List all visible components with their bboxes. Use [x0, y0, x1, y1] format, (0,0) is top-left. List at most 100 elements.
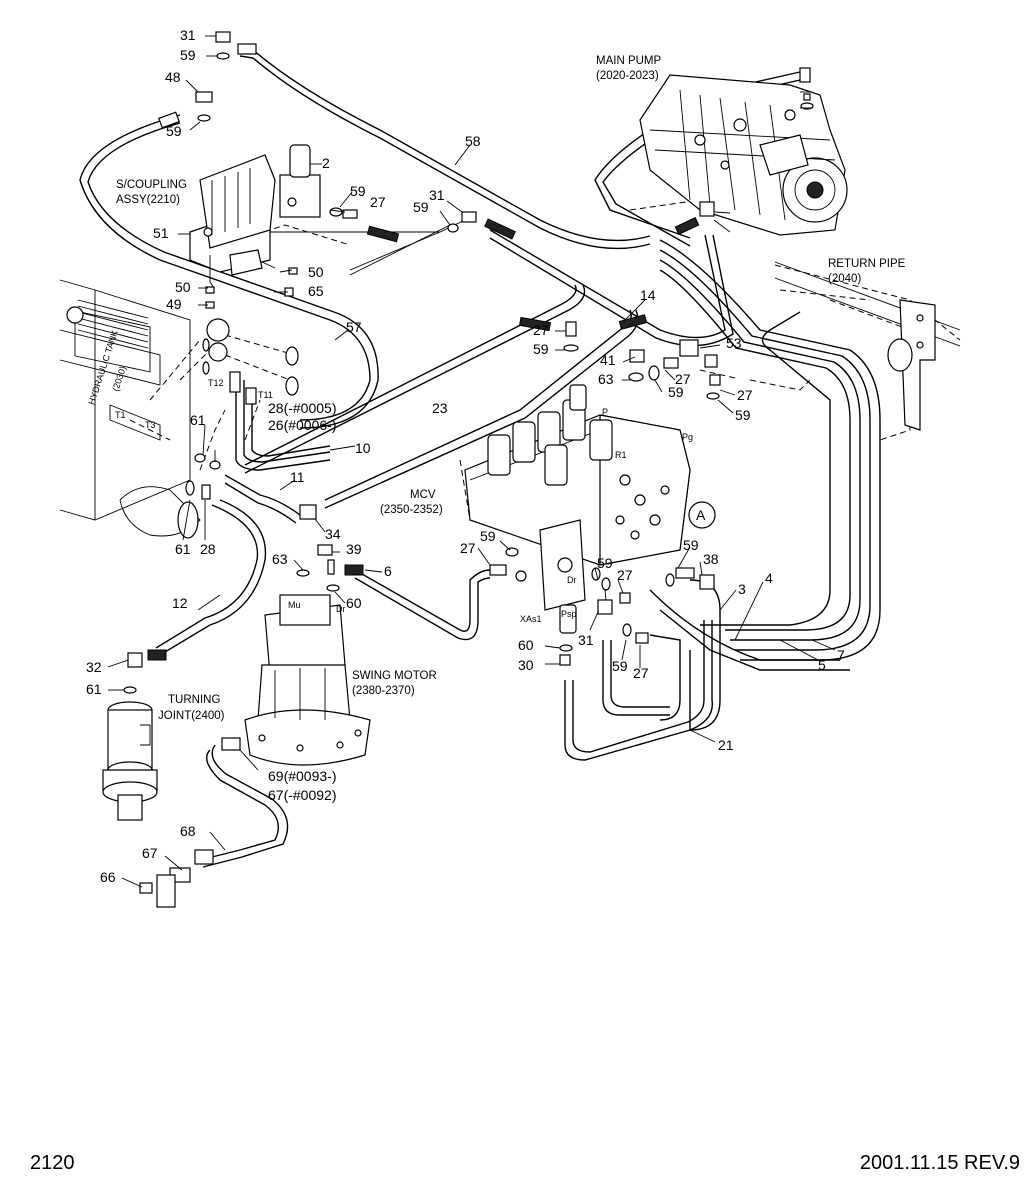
- callout-49: 49: [166, 296, 182, 312]
- mcv-valve: P R1 Pg Dr XAs1 Psp: [464, 384, 693, 634]
- mcv-port-xas1: XAs1: [520, 614, 542, 624]
- callout-58: 58: [465, 133, 481, 149]
- tank-port-t3: T3: [145, 420, 156, 430]
- callout-6: 6: [384, 563, 392, 579]
- hydraulic-tank: T1 T3 HYDRAULIC TANK (2030): [59, 279, 201, 539]
- callout-59: 59: [350, 183, 366, 199]
- callout-59: 59: [413, 199, 429, 215]
- callout-61: 61: [190, 412, 206, 428]
- detail-marker-a: A: [688, 501, 716, 529]
- callout-59: 59: [180, 47, 196, 63]
- callout-50: 50: [175, 279, 191, 295]
- callout-4: 4: [765, 570, 773, 586]
- callout-69-serial: 69(#0093-): [268, 768, 337, 784]
- mcv-port-p: P: [602, 407, 608, 417]
- callout-59: 59: [668, 384, 684, 400]
- part-callouts: 31 59 48 59 2 59 27 31 59 51 50 50 65 49…: [86, 27, 845, 885]
- swing-motor-port-dr: Dr: [336, 604, 346, 614]
- callout-27: 27: [533, 322, 549, 338]
- callout-53: 53: [726, 335, 742, 351]
- tank-port-t11: T11: [258, 390, 273, 400]
- callout-63: 63: [272, 551, 288, 567]
- callout-27: 27: [633, 665, 649, 681]
- callout-7: 7: [837, 647, 845, 663]
- callout-28-serial: 28(-#0005): [268, 400, 337, 416]
- callout-11: 11: [290, 469, 305, 485]
- mcv-ref: (2350-2352): [380, 504, 443, 516]
- s-coupling-name: S/COUPLING: [116, 179, 187, 191]
- callout-27: 27: [617, 567, 633, 583]
- callout-23: 23: [432, 400, 448, 416]
- callout-38: 38: [703, 551, 719, 567]
- mcv-port-dr: Dr: [567, 575, 577, 585]
- tank-port-t1: T1: [115, 410, 126, 420]
- callout-68: 68: [180, 823, 196, 839]
- return-pipe-ref: (2040): [828, 273, 861, 285]
- turning-joint-name: TURNING: [168, 694, 220, 706]
- callout-61: 61: [175, 541, 191, 557]
- callout-59: 59: [683, 537, 699, 553]
- callout-34: 34: [325, 526, 341, 542]
- callout-65: 65: [308, 283, 324, 299]
- mcv-name: MCV: [410, 489, 436, 501]
- s-coupling-ref: ASSY(2210): [116, 194, 180, 206]
- callout-66: 66: [100, 869, 116, 885]
- return-pipe-name: RETURN PIPE: [828, 258, 906, 270]
- callout-59: 59: [612, 658, 628, 674]
- callout-57: 57: [346, 319, 362, 335]
- callout-59: 59: [597, 555, 613, 571]
- swing-motor-port-mu: Mu: [288, 600, 301, 610]
- fittings: [123, 31, 814, 908]
- callout-31: 31: [578, 632, 594, 648]
- swing-motor-name: SWING MOTOR: [352, 670, 437, 682]
- svg-text:A: A: [696, 507, 706, 523]
- hydraulic-tank-ref: (2030): [110, 365, 128, 393]
- callout-12: 12: [172, 595, 188, 611]
- turning-joint-ref: JOINT(2400): [158, 710, 225, 722]
- callout-32: 32: [86, 659, 102, 675]
- assembly-captions: MAIN PUMP (2020-2023) S/COUPLING ASSY(22…: [116, 55, 906, 722]
- turning-joint: [102, 701, 158, 821]
- tank-grill: [77, 299, 149, 349]
- callout-21: 21: [718, 737, 734, 753]
- callout-63: 63: [598, 371, 614, 387]
- leader-lines: [107, 35, 836, 888]
- callout-59: 59: [480, 528, 496, 544]
- callout-67-serial: 67(-#0092): [268, 787, 337, 803]
- swing-motor: Mu Dr: [244, 594, 371, 766]
- callout-27: 27: [737, 387, 753, 403]
- main-pump: [639, 74, 848, 236]
- callout-2: 2: [322, 155, 330, 171]
- mcv-spools: [487, 384, 613, 486]
- callout-10: 10: [355, 440, 371, 456]
- callout-50: 50: [308, 264, 324, 280]
- callout-30: 30: [518, 657, 534, 673]
- swing-motor-ref: (2380-2370): [352, 685, 415, 697]
- callout-31: 31: [429, 187, 445, 203]
- callout-28: 28: [200, 541, 216, 557]
- callout-26-serial: 26(#0006-): [268, 417, 337, 433]
- mcv-port-r1: R1: [615, 450, 627, 460]
- return-pipe-bracket: [774, 261, 961, 431]
- callout-59: 59: [533, 341, 549, 357]
- page-number: 2120: [30, 1152, 75, 1174]
- mcv-port-psp: Psp: [561, 609, 577, 619]
- callout-59: 59: [735, 407, 751, 423]
- callout-60: 60: [518, 637, 534, 653]
- callout-59: 59: [166, 123, 182, 139]
- callout-5: 5: [818, 657, 826, 673]
- callout-14: 14: [640, 287, 656, 303]
- callout-27: 27: [370, 194, 386, 210]
- callout-61: 61: [86, 681, 102, 697]
- callout-48: 48: [165, 69, 181, 85]
- callout-51: 51: [153, 225, 169, 241]
- callout-3: 3: [738, 581, 746, 597]
- mcv-port-pg: Pg: [682, 432, 693, 442]
- callout-31: 31: [180, 27, 196, 43]
- main-pump-name: MAIN PUMP: [596, 55, 662, 67]
- tank-port-t12: T12: [208, 378, 224, 388]
- callout-27: 27: [675, 371, 691, 387]
- callout-60: 60: [346, 595, 362, 611]
- callout-27: 27: [460, 540, 476, 556]
